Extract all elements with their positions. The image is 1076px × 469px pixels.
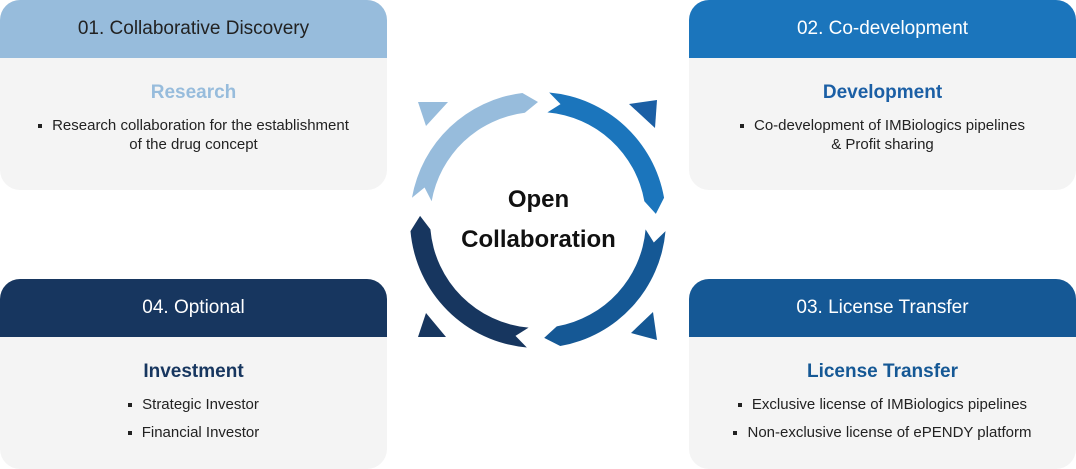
card-subtitle: Development (822, 82, 943, 103)
list-item: Co-development of IMBiologics pipelines (689, 116, 1076, 135)
card-subtitle: Investment (143, 361, 244, 382)
bullet-icon (740, 124, 744, 128)
card-optional: 04. Optional Investment Strategic Invest… (0, 279, 387, 469)
card-header: 04. Optional (0, 279, 387, 337)
bullet-icon (128, 403, 133, 407)
list-item: Non-exclusive license of ePENDY platform (689, 423, 1076, 442)
cycle-arc-development (547, 92, 665, 214)
card-list: Co-development of IMBiologics pipelines … (689, 116, 1076, 154)
list-item: Strategic Investor (0, 395, 387, 414)
card-header: 03. License Transfer (689, 279, 1076, 337)
list-item: Research collaboration for the establish… (0, 116, 387, 135)
card-co-development: 02. Co-development Development Co-develo… (689, 0, 1076, 190)
center-title-line1: Open (507, 186, 570, 213)
arrow-bottom-right-icon (631, 312, 657, 340)
card-license-transfer: 03. License Transfer License Transfer Ex… (689, 279, 1076, 469)
arrow-top-right-icon (629, 100, 657, 128)
cycle-arc-license (544, 229, 666, 347)
list-item-continuation: of the drug concept (129, 136, 258, 153)
center-title-line2: Collaboration (461, 226, 616, 253)
bullet-icon (733, 431, 738, 435)
cycle-arc-investment (410, 215, 529, 348)
card-list: Exclusive license of IMBiologics pipelin… (689, 395, 1076, 442)
bullet-icon (737, 403, 742, 407)
center-title: Open Collaboration (430, 180, 647, 260)
card-header: 02. Co-development (689, 0, 1076, 58)
bullet-icon (38, 124, 43, 128)
list-item: Exclusive license of IMBiologics pipelin… (689, 395, 1076, 414)
arrow-top-left-icon (418, 102, 448, 126)
card-collaborative-discovery: 01. Collaborative Discovery Research Res… (0, 0, 387, 190)
list-item-continuation: & Profit sharing (831, 136, 934, 153)
card-subtitle: License Transfer (806, 361, 959, 382)
bullet-icon (127, 431, 132, 435)
list-item: Financial Investor (0, 423, 387, 442)
card-list: Research collaboration for the establish… (0, 116, 387, 154)
card-list: Strategic Investor Financial Investor (0, 395, 387, 442)
card-subtitle: Research (150, 82, 237, 103)
card-header: 01. Collaborative Discovery (0, 0, 387, 58)
cycle-arc-research (411, 92, 538, 202)
arrow-bottom-left-icon (418, 313, 446, 337)
cycle-diagram (410, 92, 666, 348)
